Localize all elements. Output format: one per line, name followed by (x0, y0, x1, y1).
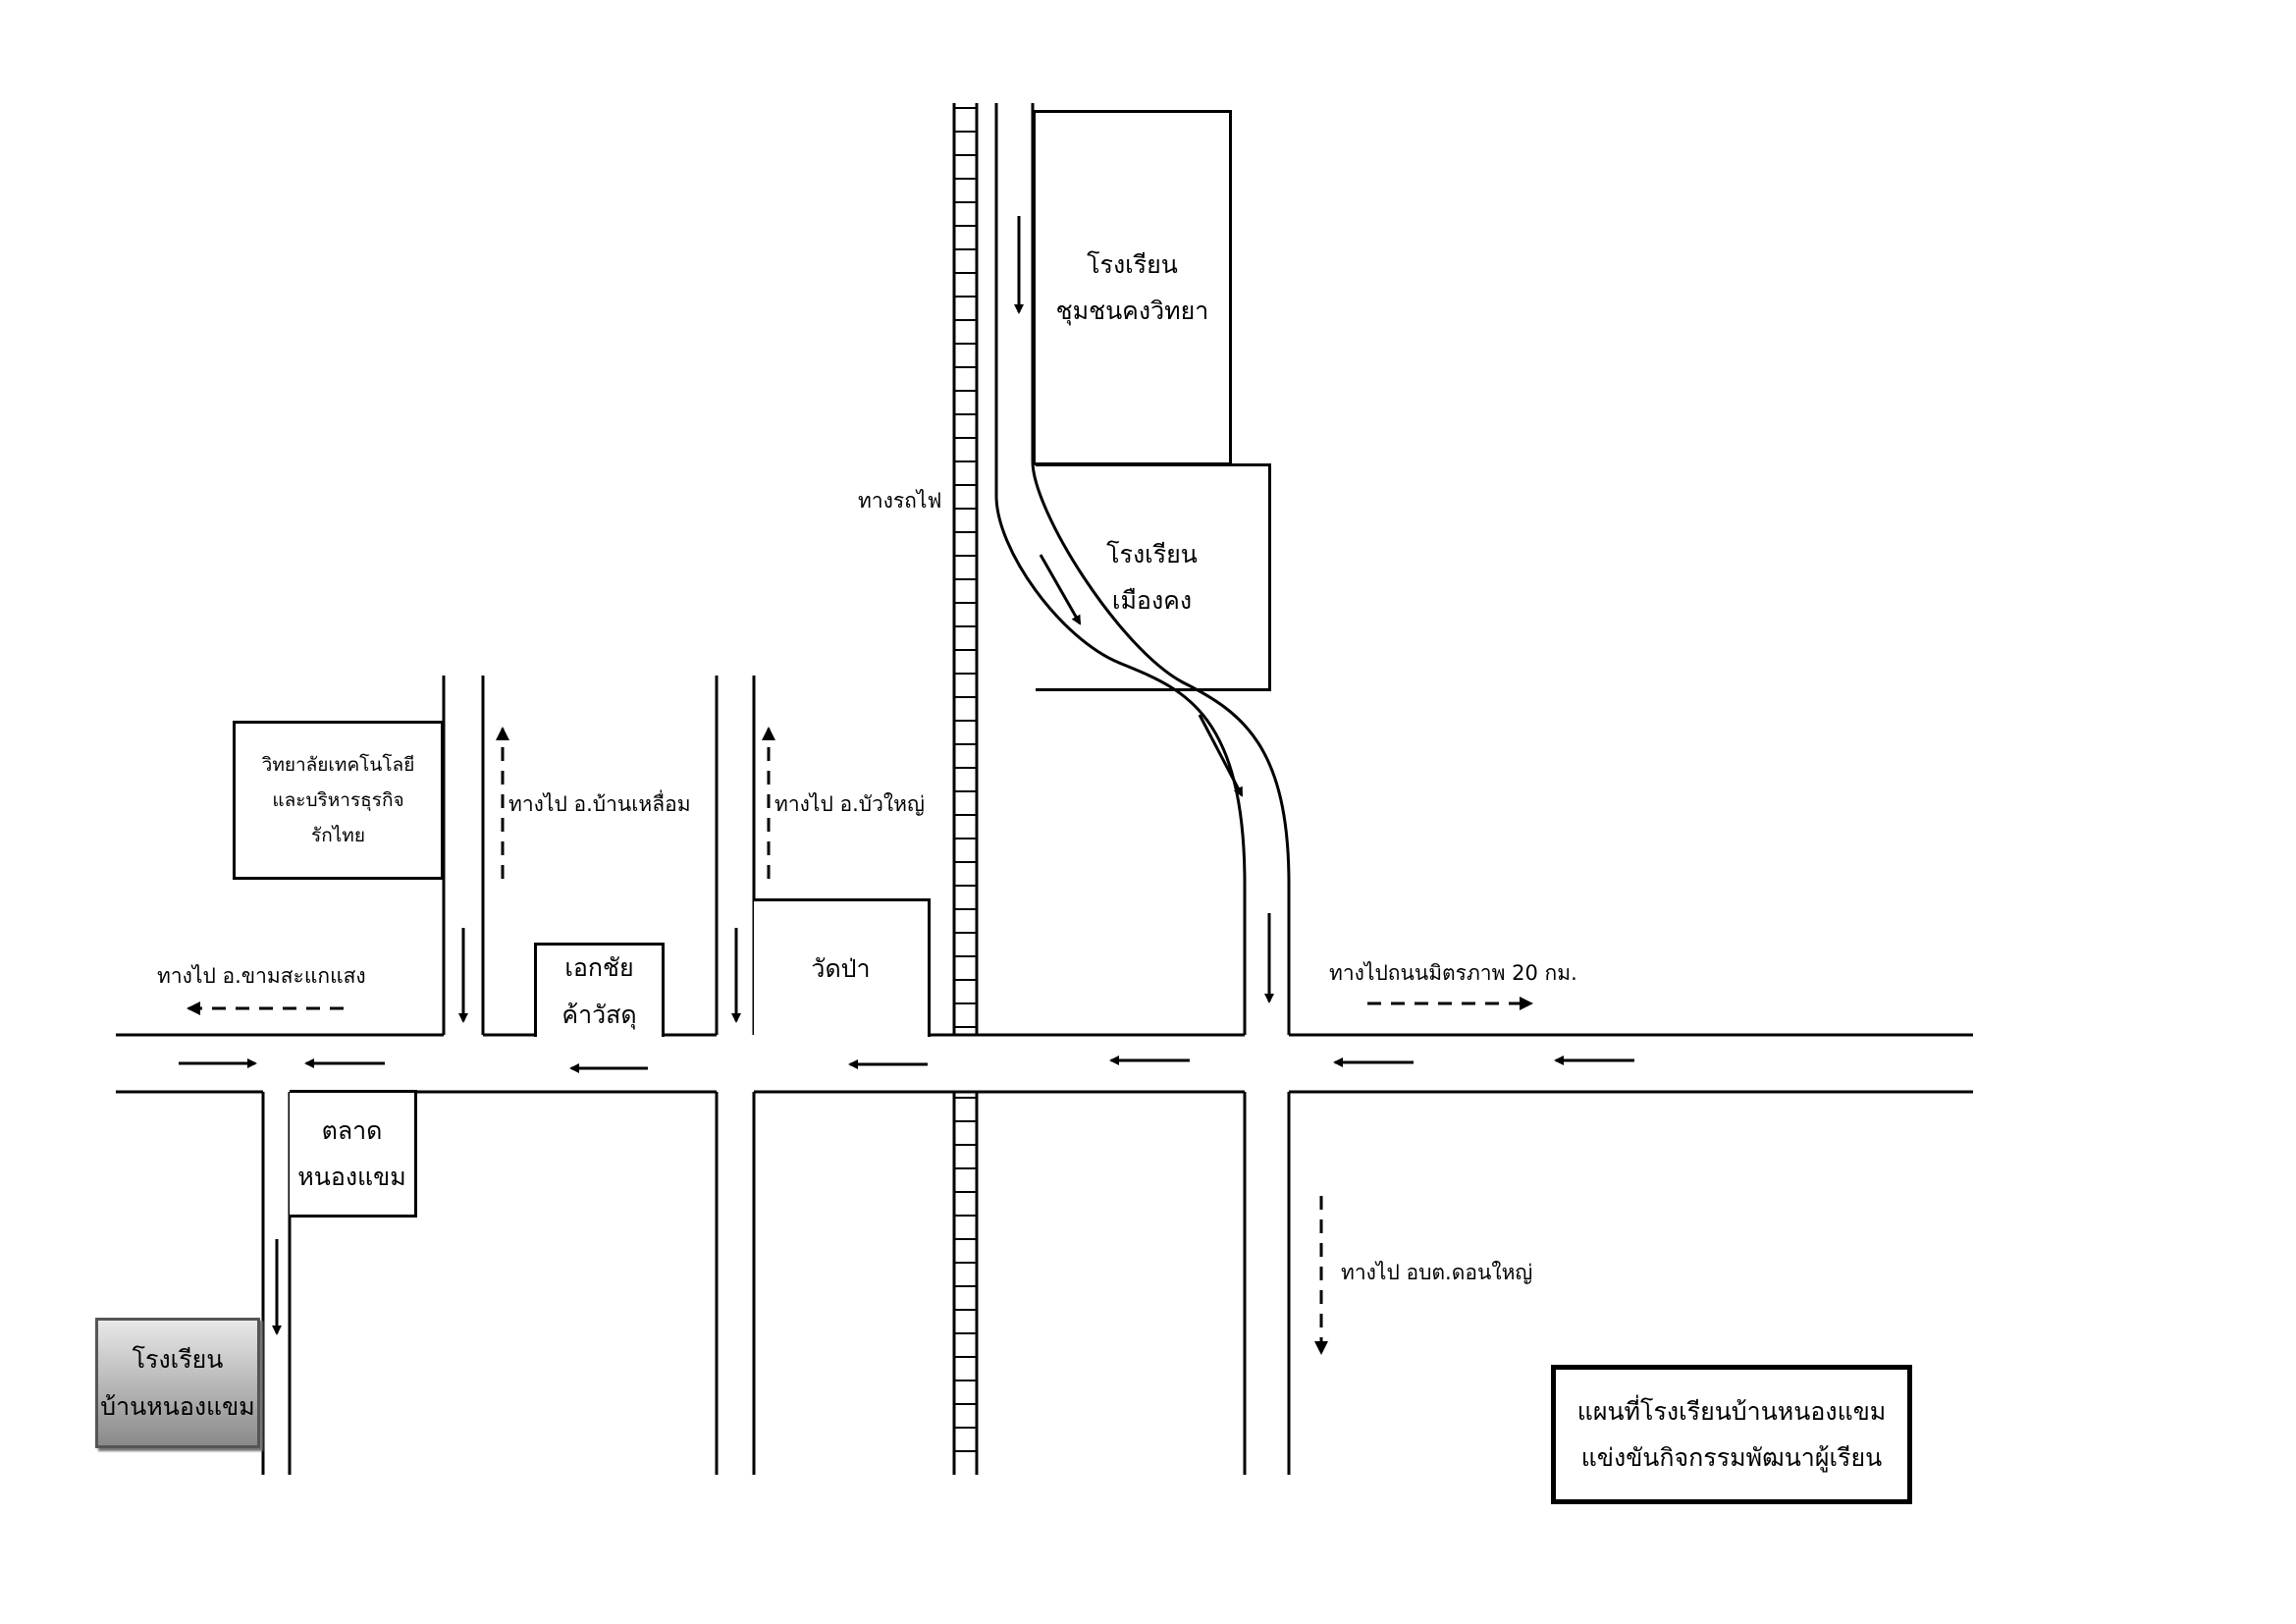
to-mittraphap-label: ทางไปถนนมิตรภาพ 20 กม. (1329, 961, 1577, 985)
rail-ties (954, 107, 977, 1452)
college-line1: วิทยาลัยเทคโนโลยี (261, 753, 415, 776)
map-title-line2: แข่งขันกิจกรรมพัฒนาผู้เรียน (1580, 1443, 1883, 1472)
school-nongkhaem-box: โรงเรียน บ้านหนองแขม (95, 1318, 260, 1448)
to-donyai-label: ทางไป อบต.ดอนใหญ่ (1341, 1261, 1533, 1284)
to-banluam-label: ทางไป อ.บ้านเหลื่อม (508, 792, 691, 816)
school-chumchon-line2: ชุมชนคงวิทยา (1055, 297, 1209, 325)
college-line3: รักไทย (311, 825, 365, 847)
traffic-arrows (179, 216, 1634, 1335)
temple-name: วัดป่า (811, 954, 871, 984)
railway-label: ทางรถไฟ (858, 489, 942, 513)
school-muangkhong-box: โรงเรียน เมืองคง (1036, 463, 1271, 691)
school-muangkhong-line2: เมืองคง (1111, 586, 1193, 615)
dashed-direction-arrows (187, 727, 1533, 1355)
map-title-box: แผนที่โรงเรียนบ้านหนองแขม แข่งขันกิจกรรม… (1551, 1365, 1912, 1504)
school-nongkhaem-line2: บ้านหนองแขม (100, 1391, 255, 1421)
market-line1: ตลาด (321, 1115, 383, 1145)
map-title-line1: แผนที่โรงเรียนบ้านหนองแขม (1576, 1396, 1887, 1426)
school-nongkhaem-line1: โรงเรียน (132, 1345, 224, 1374)
college-box: วิทยาลัยเทคโนโลยี และบริหารธุรกิจ รักไทย (233, 721, 444, 880)
to-kham-label: ทางไป อ.ขามสะแกแสง (157, 964, 366, 988)
hardware-store-line2: ค้าวัสดุ (561, 1000, 637, 1029)
school-chumchon-line1: โรงเรียน (1087, 249, 1178, 279)
school-chumchon-box: โรงเรียน ชุมชนคงวิทยา (1033, 110, 1232, 465)
to-buayai-label: ทางไป อ.บัวใหญ่ (774, 792, 925, 816)
school-muangkhong-line1: โรงเรียน (1106, 539, 1198, 568)
market-box: ตลาด หนองแขม (290, 1090, 417, 1218)
arrow-curve2 (1198, 714, 1244, 797)
arrow-curve1 (1039, 554, 1082, 625)
market-line2: หนองแขม (297, 1163, 406, 1191)
college-line2: และบริหารธุรกิจ (272, 788, 404, 811)
hardware-store-line1: เอกชัย (564, 953, 634, 982)
temple-box: วัดป่า (754, 898, 931, 1037)
hardware-store-box: เอกชัย ค้าวัสดุ (534, 943, 665, 1037)
curve-road-right (1031, 103, 1291, 1035)
